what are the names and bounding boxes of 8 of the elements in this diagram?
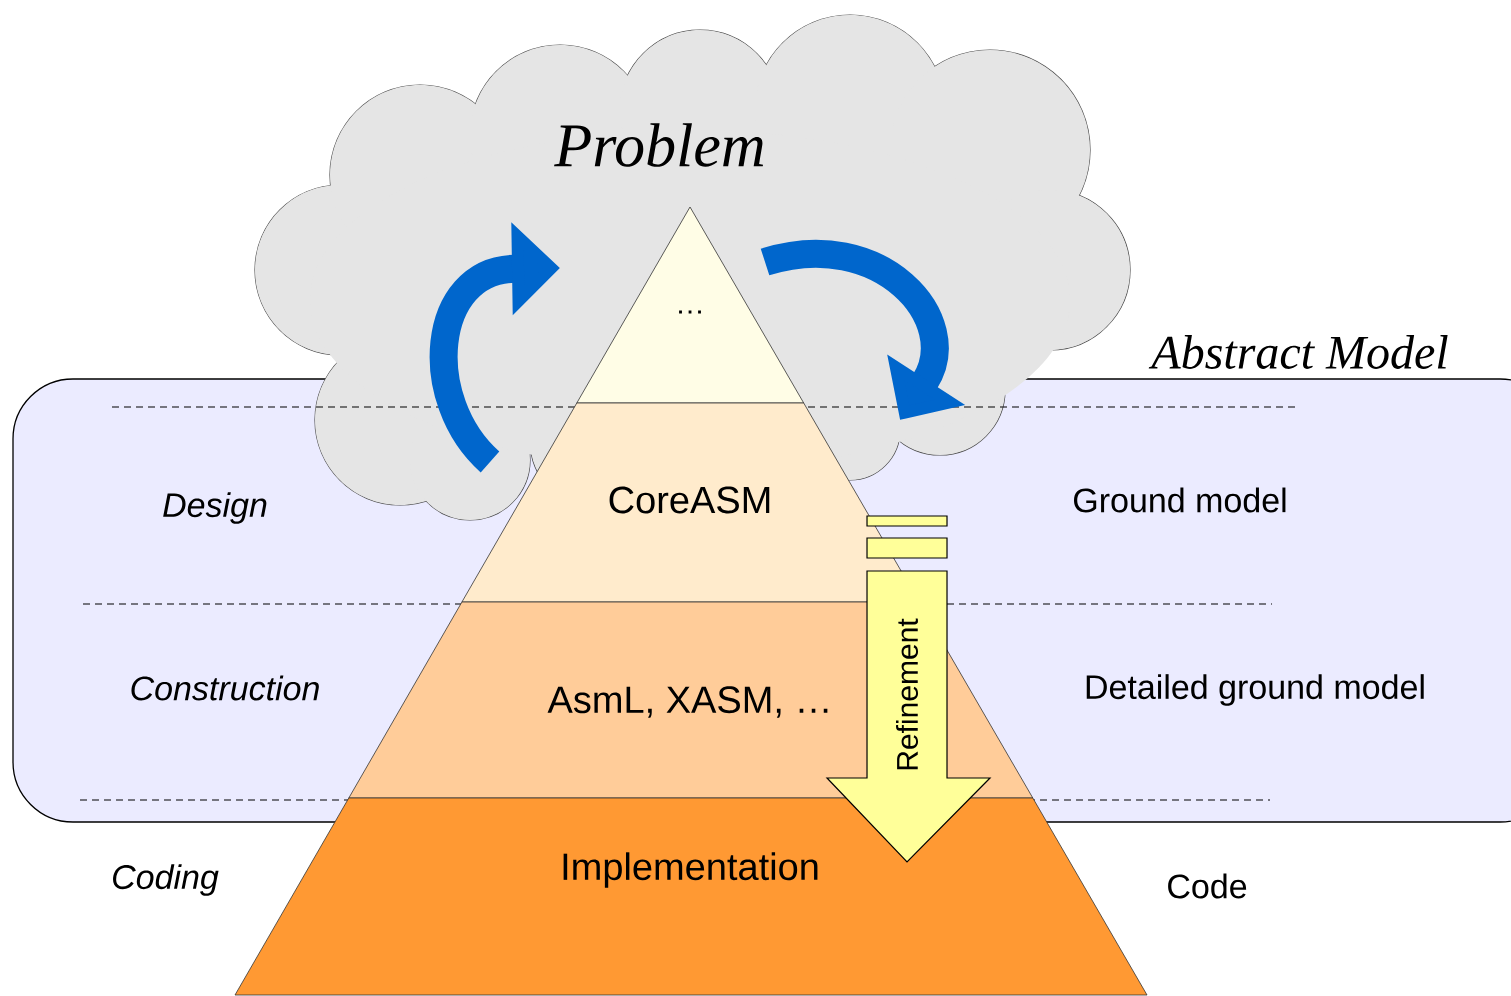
pyramid-level: Implementation bbox=[234, 797, 1148, 996]
stage-label: Coding bbox=[113, 864, 219, 896]
refinement-arrow bbox=[825, 515, 992, 863]
edge-label: Refinement bbox=[896, 618, 919, 770]
model-label: Code bbox=[1168, 873, 1247, 899]
stage-label: Construction bbox=[131, 675, 319, 701]
node-label: Abstract Model bbox=[1148, 335, 1448, 369]
model-label: Detailed ground model bbox=[1086, 674, 1424, 706]
